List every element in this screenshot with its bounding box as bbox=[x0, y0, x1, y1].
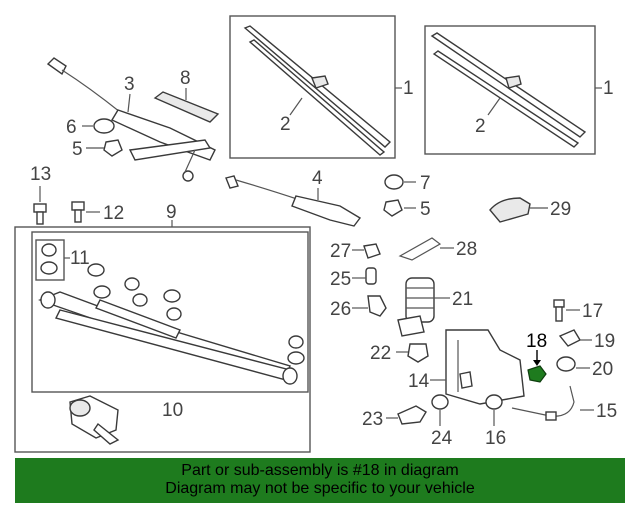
cap-part-6 bbox=[93, 118, 115, 134]
grommet-part-16 bbox=[485, 394, 503, 410]
callout-28: 28 bbox=[456, 239, 477, 260]
wiper-arm-4 bbox=[225, 175, 362, 227]
sensor-part-29 bbox=[489, 197, 531, 223]
callout-3: 3 bbox=[124, 74, 135, 95]
callout-19: 19 bbox=[594, 331, 615, 352]
wiper-blade-box-right bbox=[424, 25, 596, 155]
clip-part-19 bbox=[558, 329, 581, 347]
banner-line-1: Part or sub-assembly is #18 in diagram bbox=[181, 462, 459, 479]
callout-2-right: 2 bbox=[475, 116, 486, 137]
callout-23: 23 bbox=[362, 409, 383, 430]
wiper-arm-3 bbox=[46, 57, 216, 182]
hose-part-28 bbox=[398, 237, 442, 261]
nut-part-5-left bbox=[103, 139, 123, 157]
washer-hose-15 bbox=[511, 385, 575, 421]
wiper-motor bbox=[69, 395, 120, 445]
connector-part-26 bbox=[367, 295, 387, 317]
parts-diagram: 1 2 1 2 3 8 6 5 4 7 5 bbox=[14, 15, 617, 453]
inner-linkage-box bbox=[31, 231, 309, 393]
linkage-assembly bbox=[38, 263, 305, 385]
callout-11: 11 bbox=[70, 248, 90, 269]
callout-13: 13 bbox=[30, 164, 51, 185]
wiper-blade-right bbox=[430, 32, 587, 148]
cover-part-8 bbox=[153, 91, 220, 123]
callout-14: 14 bbox=[408, 371, 430, 392]
callout-29: 29 bbox=[550, 199, 571, 220]
washer-pump-21 bbox=[397, 277, 435, 337]
callout-1-left: 1 bbox=[403, 78, 414, 99]
cap-part-7 bbox=[384, 174, 404, 190]
part-18-highlighted bbox=[527, 365, 547, 383]
callout-22: 22 bbox=[370, 343, 391, 364]
info-banner: Part or sub-assembly is #18 in diagram D… bbox=[15, 458, 625, 503]
callout-26: 26 bbox=[330, 299, 351, 320]
callout-10: 10 bbox=[162, 400, 183, 421]
grommet-part-20 bbox=[556, 356, 576, 372]
grommet-part-24 bbox=[431, 394, 449, 410]
nut-part-5-right bbox=[383, 199, 403, 217]
callout-6: 6 bbox=[66, 117, 77, 138]
callout-20: 20 bbox=[592, 359, 613, 380]
callout-17: 17 bbox=[582, 301, 603, 322]
grommet-box-11 bbox=[35, 239, 65, 281]
callout-18: 18 bbox=[526, 331, 547, 352]
wiper-blade-box-left bbox=[229, 15, 396, 159]
callout-25: 25 bbox=[330, 269, 351, 290]
callout-9: 9 bbox=[166, 202, 177, 223]
bolt-part-13 bbox=[33, 203, 47, 225]
callout-4: 4 bbox=[312, 168, 323, 189]
callout-7: 7 bbox=[420, 173, 431, 194]
sleeve-part-25 bbox=[365, 267, 377, 285]
banner-line-2: Diagram may not be specific to your vehi… bbox=[165, 480, 475, 497]
callout-24: 24 bbox=[431, 428, 453, 449]
callout-21: 21 bbox=[452, 289, 473, 310]
nozzle-part-23 bbox=[397, 405, 427, 425]
callout-8: 8 bbox=[180, 68, 191, 89]
callout-27: 27 bbox=[330, 241, 351, 262]
wiper-blade-left bbox=[243, 25, 392, 156]
callout-1-right: 1 bbox=[603, 78, 614, 99]
callout-15: 15 bbox=[596, 401, 617, 422]
linkage-box-9 bbox=[14, 226, 311, 453]
grommet-part-22 bbox=[407, 343, 429, 363]
callout-16: 16 bbox=[485, 428, 506, 449]
screw-part-17 bbox=[553, 299, 565, 322]
callout-5-right: 5 bbox=[420, 199, 431, 220]
clip-part-27 bbox=[363, 243, 381, 259]
callout-12: 12 bbox=[103, 203, 124, 224]
callout-2-left: 2 bbox=[280, 114, 291, 135]
callout-5-left: 5 bbox=[72, 139, 83, 160]
washer-reservoir-14 bbox=[445, 329, 525, 405]
bolt-part-12 bbox=[71, 201, 85, 223]
